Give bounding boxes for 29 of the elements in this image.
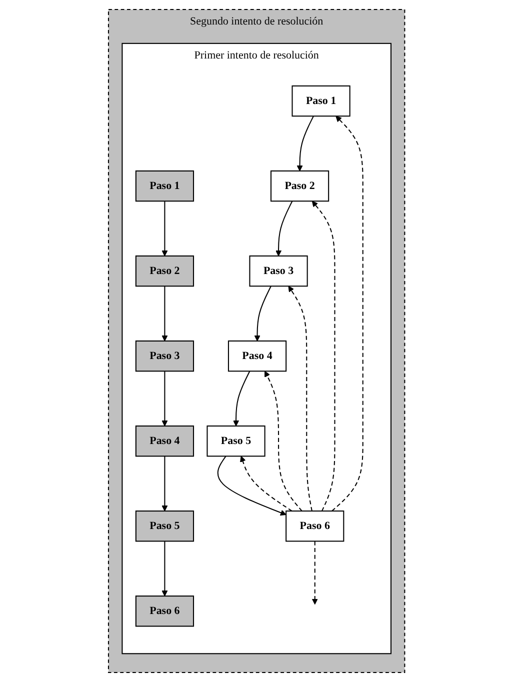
node-box [292,85,350,117]
arrow [217,456,286,516]
arrow [312,541,318,605]
arrow [162,371,168,426]
cluster [122,42,392,654]
arrow [275,200,293,256]
arrow [240,456,292,512]
arrow [312,200,336,512]
arrow [254,286,272,342]
arrow [232,370,250,426]
arrow [296,116,314,172]
arrow [162,286,168,342]
node-box [249,255,308,287]
node-box [135,426,194,457]
node-box [135,170,194,202]
arrow [288,286,312,512]
node-box [135,510,194,542]
node-box [228,340,286,372]
arrow [264,370,302,512]
node-box [135,596,194,627]
node-box [285,510,344,542]
node-box [206,426,266,457]
arrow [162,456,168,512]
arrow [331,116,364,512]
arrow [162,541,168,596]
arrow [162,201,168,256]
node-box [270,170,329,202]
node-box [135,340,194,372]
node-box [135,255,194,287]
